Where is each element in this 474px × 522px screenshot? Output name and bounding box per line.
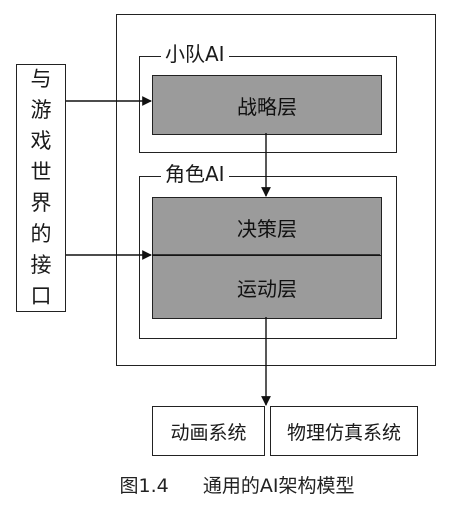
squad-ai-frame bbox=[139, 56, 397, 153]
interface-char-2: 游 bbox=[30, 98, 52, 122]
interface-char-1: 与 bbox=[30, 67, 52, 91]
interface-char-7: 接 bbox=[30, 253, 52, 277]
interface-char-8: 口 bbox=[30, 284, 52, 308]
animation-system-box: 动画系统 bbox=[152, 406, 265, 456]
movement-layer-label: 运动层 bbox=[237, 276, 297, 301]
interface-char-4: 世 bbox=[30, 160, 52, 184]
outer-frame bbox=[116, 14, 436, 366]
strategy-layer-label: 战略层 bbox=[237, 94, 297, 119]
character-ai-frame bbox=[139, 176, 397, 339]
decision-layer-label: 决策层 bbox=[237, 216, 297, 241]
decision-layer: 决策层 bbox=[152, 197, 382, 257]
strategy-layer: 战略层 bbox=[152, 75, 382, 135]
interface-char-3: 戏 bbox=[30, 129, 52, 153]
figure-caption: 图1.4 通用的AI架构模型 bbox=[0, 471, 474, 498]
animation-system-label: 动画系统 bbox=[170, 421, 247, 444]
interface-char-5: 界 bbox=[30, 191, 52, 215]
figure-title: 通用的AI架构模型 bbox=[202, 475, 355, 497]
figure-number: 图1.4 bbox=[119, 475, 169, 497]
interface-char-6: 的 bbox=[30, 222, 52, 246]
physics-system-box: 物理仿真系统 bbox=[270, 406, 418, 456]
character-ai-title: 角色AI bbox=[161, 162, 229, 186]
movement-layer: 运动层 bbox=[152, 255, 382, 319]
squad-ai-title: 小队AI bbox=[161, 42, 229, 66]
physics-system-label: 物理仿真系统 bbox=[286, 421, 401, 444]
game-world-interface: 与 游 戏 世 界 的 接 口 bbox=[16, 64, 66, 312]
